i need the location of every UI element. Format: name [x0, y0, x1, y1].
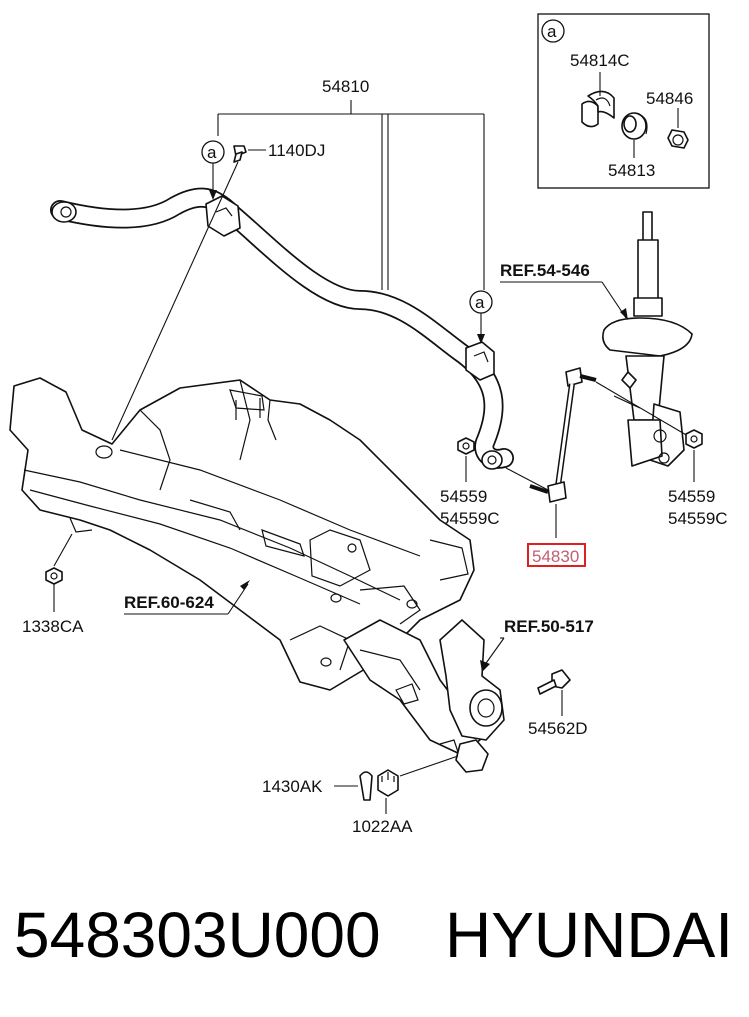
stabilizer-bar-label: 54810	[322, 77, 369, 96]
top-bolt-label: 1140DJ	[268, 141, 325, 160]
subframe-bolt-part	[45, 567, 63, 585]
brand-name: HYUNDAI	[445, 899, 734, 971]
castle-nut-label: 1022AA	[352, 817, 413, 836]
stabilizer-link-part	[529, 367, 597, 503]
bushing-label: 54814C	[570, 51, 630, 70]
nut-right-label: 54559	[668, 487, 715, 506]
subframe-part	[9, 377, 475, 691]
small-nut-label: 54846	[646, 89, 693, 108]
clamp-part	[621, 112, 648, 140]
castle-nut-part	[377, 769, 399, 797]
nut-right-part	[685, 429, 703, 449]
link-label: 54830	[532, 547, 579, 566]
nut-left-label: 54559	[440, 487, 487, 506]
small-nut-part	[667, 129, 689, 149]
top-bolt-part	[233, 145, 247, 163]
ref-subframe-label: REF.60-624	[124, 593, 214, 612]
knuckle-bolt-label: 54562D	[528, 719, 588, 738]
inset-bubble-label: a	[547, 22, 557, 41]
subframe-bolt-label: 1338CA	[22, 617, 84, 636]
inset-bubble	[541, 19, 565, 43]
nut-left-part	[457, 437, 475, 455]
cotter-pin-label: 1430AK	[262, 777, 323, 796]
detail-inset: a 54814C 54813 54846	[537, 13, 710, 189]
bushing-part	[581, 90, 615, 128]
knuckle-part	[343, 619, 505, 773]
nut-left-c-label: 54559C	[440, 509, 500, 528]
stabilizer-bar-part	[50, 187, 514, 470]
clamp-label: 54813	[608, 161, 655, 180]
knuckle-bolt-part	[537, 669, 571, 695]
link-highlight-box	[527, 543, 586, 567]
bubble-a-right-label: a	[475, 293, 485, 312]
footer: 548303U000 HYUNDAI	[0, 880, 749, 990]
cotter-pin-part	[359, 771, 373, 801]
strut-part	[602, 211, 693, 467]
part-number: 548303U000	[14, 899, 381, 971]
bubble-a-left-label: a	[207, 143, 217, 162]
stabilizer-bar-leader	[217, 100, 485, 290]
ref-strut-label: REF.54-546	[500, 261, 590, 280]
ref-knuckle-label: REF.50-517	[504, 617, 594, 636]
exploded-parts-diagram: a 54814C 54813 54846 54810	[9, 13, 728, 836]
nut-right-c-label: 54559C	[668, 509, 728, 528]
